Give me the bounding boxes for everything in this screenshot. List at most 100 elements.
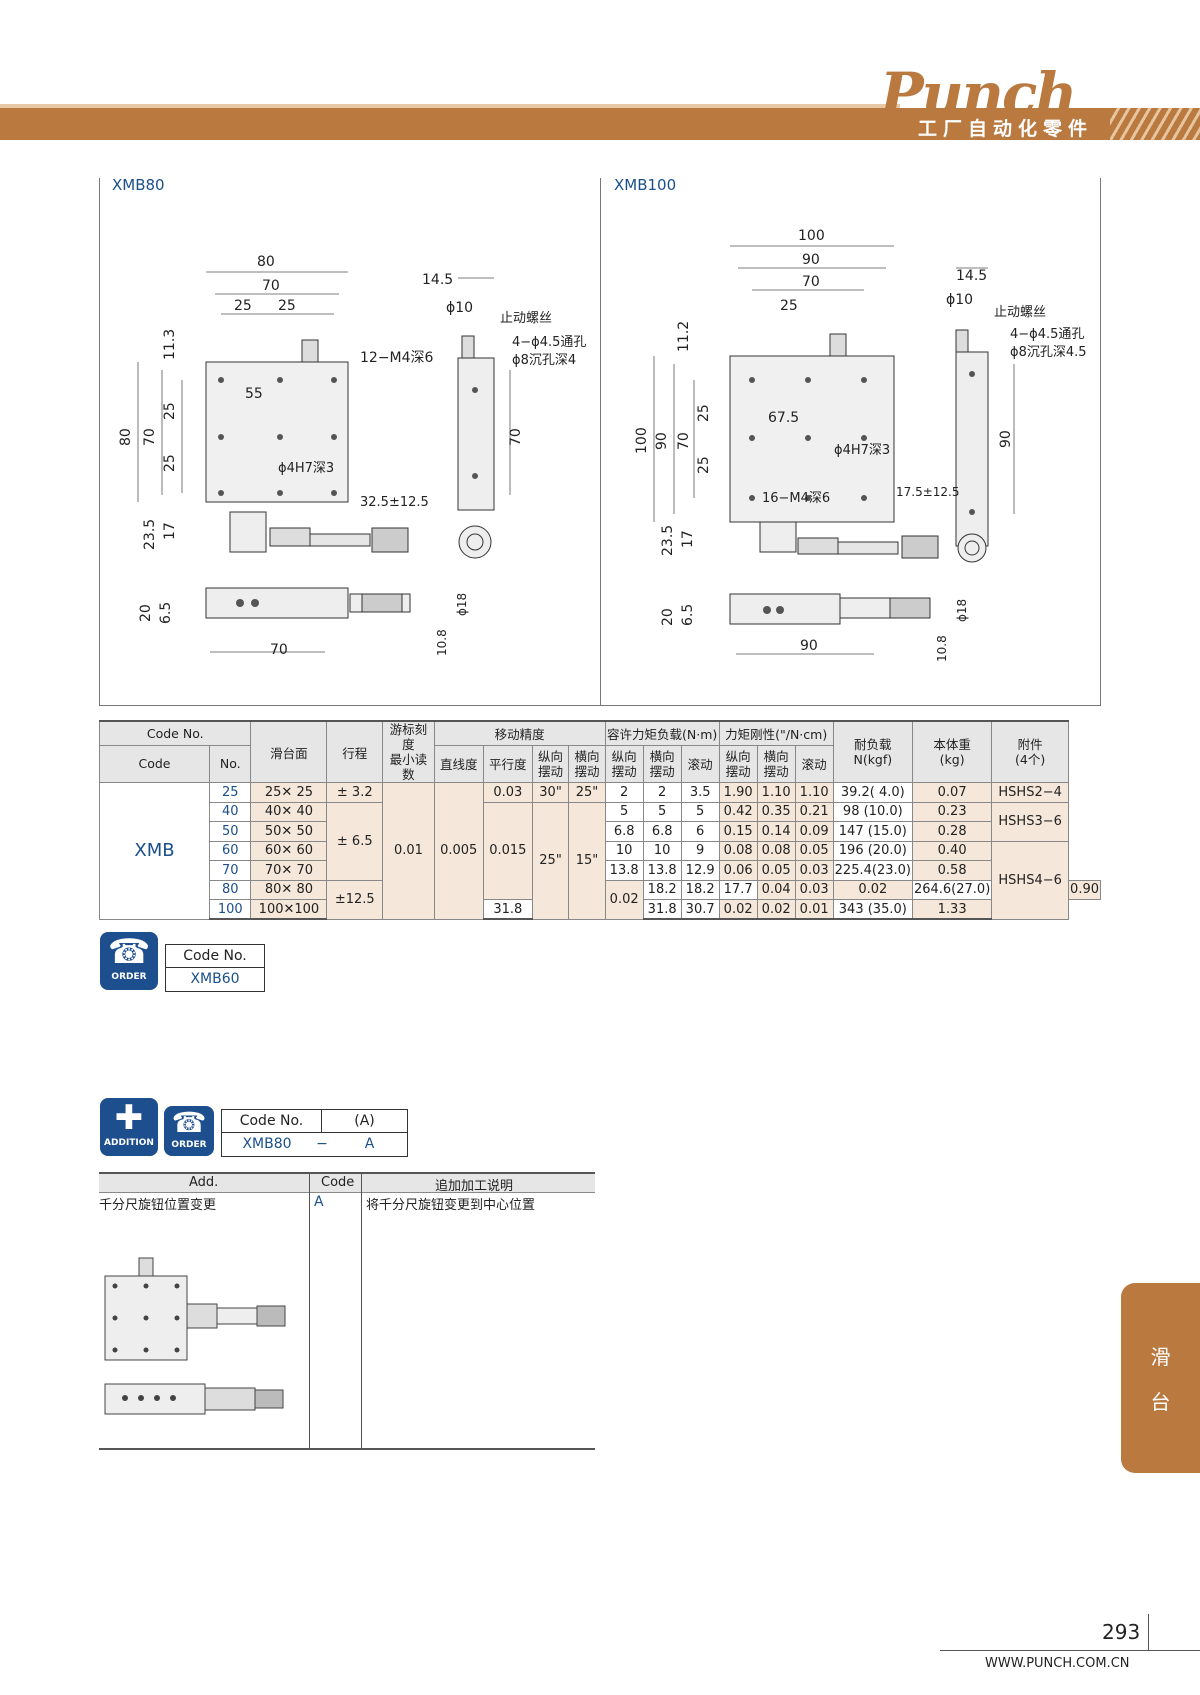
cell-no: 60 [208,840,252,861]
dim-23-5: 23.5 [142,519,158,550]
cell-m-roll: 9 [680,840,720,861]
cell-r-pitch: 1.90 [718,782,758,803]
cell-m-pitch: 18.2 [642,879,682,900]
side-tab-char-1: 滑 [1150,1345,1171,1369]
order-code-value: XMB60 [190,971,240,987]
dim-side-70: 70 [508,428,524,446]
th-weight: 本体重 (kg) [911,720,993,783]
cell-m-yaw: 18.2 [680,879,720,900]
cell-r-roll: 0.02 [832,879,913,900]
cell-r-roll: 0.01 [794,899,834,920]
cell-m-pitch: 31.8 [482,899,533,920]
cell-no: 25 [208,782,252,803]
xmb100-drawing: 100 90 70 25 67.5 ϕ4H7深3 16−M4深6 17.5±12… [634,228,1087,662]
label-stop-screw: 止动螺丝 [500,311,552,326]
th-yaw: 横向 摆动 [568,744,606,783]
cell-weight: 0.28 [911,821,993,842]
dim-6-5: 6.5 [680,604,696,626]
th-r-yaw: 横向 摆动 [756,744,796,783]
cell-r-roll: 0.21 [794,801,834,822]
th-accessory: 附件 (4个) [991,720,1070,783]
dim-14-5: 14.5 [956,268,987,284]
cell-r-roll: 1.10 [794,782,834,803]
cell-load: 196 (20.0) [832,840,913,861]
dim-25-v-top: 25 [696,404,712,422]
cell-no: 40 [208,801,252,822]
cell-weight: 0.07 [911,782,993,803]
cell-accessory: HSHS2−4 [991,782,1070,803]
th-desc: 追加加工说明 [435,1179,514,1194]
label-through-hole: 4−ϕ4.5通孔 [512,335,586,350]
add-desc: 将千分尺旋钮变更到中心位置 [366,1198,536,1213]
dim-20: 20 [138,604,154,622]
phone-icon: ☎ [107,932,151,972]
dim-bottom-70: 70 [270,642,288,658]
addition-code-dash: − [316,1136,328,1152]
cell-yaw: 25" [568,782,606,803]
footer-hline [940,1650,1200,1651]
cell-no: 70 [208,860,252,881]
cell-m-yaw: 5 [642,801,682,822]
label-counterbore: ϕ8沉孔深4 [512,353,576,368]
cell-r-yaw: 0.08 [756,840,796,861]
label-stroke: 32.5±12.5 [360,495,429,510]
cell-m-yaw: 31.8 [642,899,682,920]
cell-weight: 0.40 [911,840,993,861]
dim-17: 17 [162,522,178,540]
cell-vernier: 0.01 [382,782,435,920]
th-code: Code [321,1175,355,1190]
cell-r-pitch: 0.02 [718,899,758,920]
cell-load: 39.2( 4.0) [832,782,913,803]
drawing-title-xmb100: XMB100 [614,176,677,194]
cell-r-pitch: 0.08 [718,840,758,861]
cell-m-pitch: 2 [604,782,644,803]
cell-weight: 0.90 [1068,879,1101,900]
th-r-pitch: 纵向 摆动 [718,744,758,783]
dim-11-3: 11.3 [162,329,178,360]
addition-code-values: XMB80 − A [222,1133,407,1156]
cell-m-yaw: 2 [642,782,682,803]
dim-20: 20 [660,608,676,626]
add-code: A [314,1194,324,1210]
label-counterbore: ϕ8沉孔深4.5 [1010,345,1087,360]
addition-table: Add. Code 追加加工说明 千分尺旋钮位置变更 A 将千分尺旋钮变更到中心… [99,1172,595,1450]
cell-stroke: ± 3.2 [326,782,384,803]
cell-stroke: ±12.5 [326,879,384,920]
footer-url[interactable]: WWW.PUNCH.COM.CN [985,1656,1130,1671]
addition-code-header: Code No. (A) [222,1110,407,1133]
add-item: 千分尺旋钮位置变更 [99,1198,217,1213]
label-tap: 12−M4深6 [360,350,434,366]
cell-m-pitch: 10 [604,840,644,861]
brand-subtitle: 工厂自动化零件 [918,118,1094,140]
cell-m-pitch: 6.8 [604,821,644,842]
cell-surface: 25✕ 25 [250,782,328,803]
spec-table: Code No. 滑台面 行程 游标刻度 最小读数 移动精度 容许力矩负载(N·… [98,720,1101,920]
cell-parallel: 0.015 [482,801,533,900]
dim-10-8: 10.8 [435,629,449,656]
section-side-tab[interactable]: 滑 台 [1121,1283,1200,1473]
header-hatch [1110,108,1200,140]
cell-pitch: 30" [531,782,570,803]
cell-surface: 70✕ 70 [250,860,328,881]
plus-icon: ✚ [114,1098,144,1138]
order-badge-label: ORDER [111,972,147,982]
dim-70-top: 70 [262,278,280,294]
col-divider-1 [309,1172,310,1450]
cell-m-yaw: 10 [642,840,682,861]
col-divider-2 [361,1172,362,1450]
label-hole: ϕ4H7深3 [278,461,334,476]
cell-load: 264.6(27.0) [911,879,993,900]
dim-25-v-bot: 25 [696,456,712,474]
cell-surface: 100✕100 [250,899,328,920]
cell-no: 100 [208,899,252,920]
dim-55: 55 [245,386,263,402]
cell-m-roll: 3.5 [680,782,720,803]
cell-m-roll: 12.9 [680,860,720,881]
label-tap: 16−M4深6 [762,491,830,506]
th-rigidity: 力矩刚性("/N·cm) [718,720,834,746]
dim-23-5: 23.5 [660,525,676,556]
cell-m-pitch: 5 [604,801,644,822]
dim-25-v-top: 25 [162,402,178,420]
dim-70-top: 70 [802,274,820,290]
dim-100: 100 [798,228,825,244]
